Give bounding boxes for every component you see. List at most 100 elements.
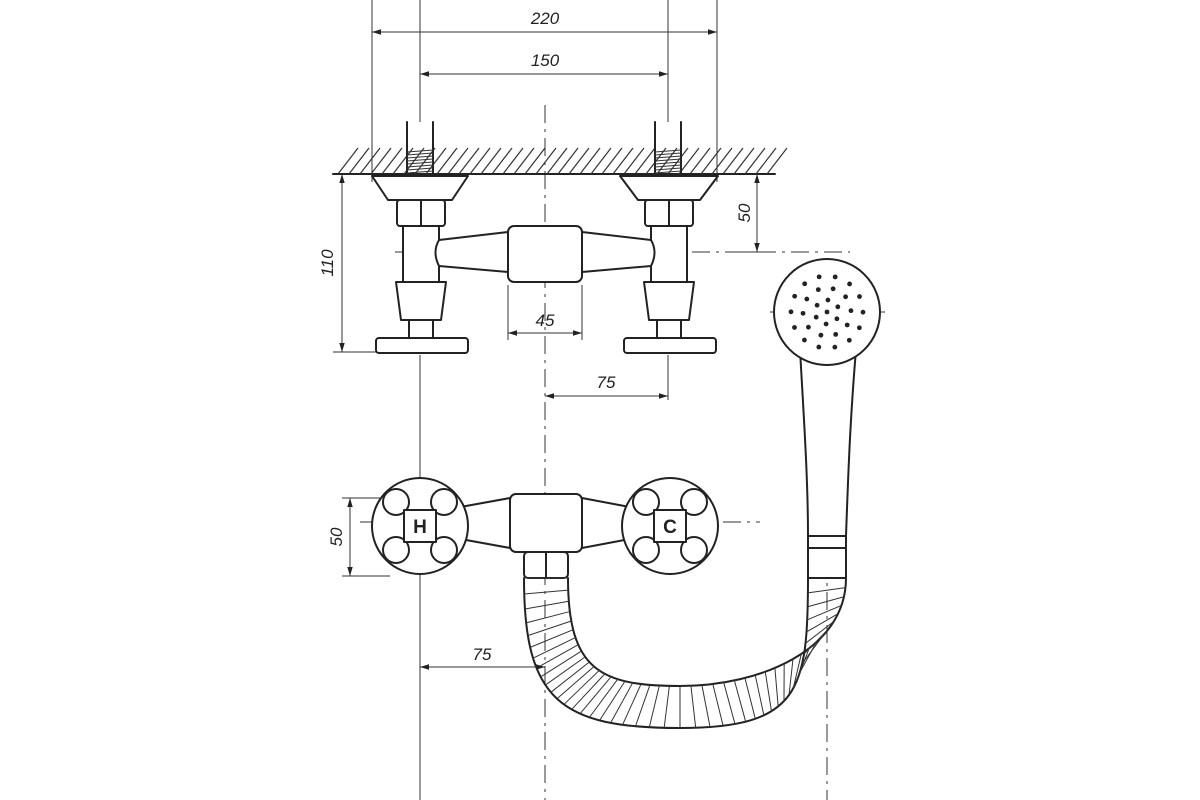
thread-line: [654, 167, 682, 171]
spray-hole: [792, 325, 797, 330]
wall-hatch-line: [700, 147, 722, 175]
hose-rib: [690, 685, 697, 728]
hose-rib: [622, 683, 642, 726]
front-elevation-view: [371, 121, 719, 354]
left-wall-flange: [371, 175, 469, 201]
wall-hatch-line: [491, 147, 513, 175]
spray-hole: [816, 274, 822, 280]
wall-hatch-line: [370, 147, 392, 175]
shower-hose: [523, 577, 847, 729]
thread-line: [406, 149, 434, 153]
hose-rib: [527, 620, 572, 637]
left-body-arm: [434, 231, 509, 273]
hose-rib: [556, 666, 595, 700]
hose-rib: [536, 644, 579, 669]
wall-hatch-line: [337, 147, 359, 175]
wall-hatch-line: [513, 147, 535, 175]
spray-hole: [843, 294, 848, 300]
hose-rib: [792, 653, 802, 689]
spray-hole: [834, 316, 840, 322]
wall-hatching: [332, 147, 788, 175]
spray-hole: [824, 309, 830, 315]
hose-inner-edge: [567, 577, 847, 687]
wall-hatch-line: [348, 147, 370, 175]
hose-rib: [754, 674, 765, 716]
hose-rib: [526, 611, 570, 624]
hose-rib: [529, 629, 574, 648]
hose-rib: [524, 600, 569, 610]
wall-hatch-line: [458, 147, 480, 175]
thread-line: [654, 152, 682, 156]
spray-hole: [813, 314, 819, 320]
central-body: [507, 225, 583, 283]
left-valve-stem: [402, 225, 440, 283]
wall-hatch-line: [733, 147, 755, 175]
wall-hatch-line: [480, 147, 502, 175]
hose-rib: [610, 682, 634, 724]
spray-nozzles: [788, 274, 866, 350]
left-spindle: [408, 319, 434, 339]
wall-hatch-line: [678, 147, 700, 175]
right-wall-flange: [619, 175, 719, 201]
hose-rib: [801, 635, 824, 664]
thread-line: [406, 161, 434, 165]
spray-hole: [832, 274, 838, 280]
spray-hole: [815, 287, 821, 293]
wall-hatch-line: [667, 147, 689, 175]
thread-line: [654, 170, 682, 174]
dim-total-depth: 110: [318, 249, 337, 277]
hose-rib: [648, 685, 660, 728]
dim-wall-to-outlet: 50: [735, 203, 754, 222]
right-spindle: [656, 319, 682, 339]
hose-rib: [744, 677, 756, 719]
hot-water-handle: H: [371, 477, 469, 575]
dimension-annotations: 220 150 50 110 45 75 50 75: [318, 9, 760, 670]
hand-shower: [773, 258, 881, 579]
spray-hole: [825, 297, 831, 303]
spray-hole: [830, 286, 836, 292]
hose-rib: [545, 656, 586, 686]
mixer-body-elevation: [434, 225, 656, 283]
left-cross-handle: [375, 337, 469, 354]
wall-hatch-line: [623, 147, 645, 175]
thread-line: [406, 158, 434, 162]
thread-line: [406, 167, 434, 171]
hose-rib: [571, 673, 606, 710]
right-cross-handle: [623, 337, 717, 354]
extension-lines: [333, 0, 775, 800]
wall-hatch-line: [447, 147, 469, 175]
left-eccentric-fitting: [371, 175, 469, 354]
hot-handle-cap: [403, 509, 437, 543]
spray-hole: [802, 337, 807, 343]
spray-hole: [860, 309, 866, 315]
wall-hatch-line: [502, 147, 524, 175]
spray-hole: [848, 308, 854, 314]
hose-rib: [540, 650, 582, 678]
wall-hatch-line: [634, 147, 656, 175]
wall-hatch-line: [568, 147, 590, 175]
thread-line: [406, 152, 434, 156]
wall-hatch-line: [744, 147, 766, 175]
spray-hole: [846, 337, 852, 343]
cold-handle-cap: [653, 509, 687, 543]
spray-hole: [800, 310, 806, 316]
spray-hole: [835, 304, 841, 310]
hose-rib: [788, 658, 794, 696]
thread-line: [654, 161, 682, 165]
thread-line: [406, 155, 434, 159]
dim-offset-bottom: 75: [473, 645, 492, 664]
spray-hole: [823, 321, 829, 327]
hose-rib: [663, 685, 670, 728]
hose-rib: [807, 596, 845, 608]
wall-hatch-line: [469, 147, 491, 175]
thread-line: [654, 155, 682, 159]
cold-marker: C: [663, 517, 677, 538]
plan-view: H C: [371, 477, 719, 579]
shower-handle: [799, 349, 857, 537]
left-threaded-inlet: [406, 121, 434, 175]
hose-rib: [774, 667, 779, 707]
hose-rib: [796, 648, 810, 681]
wall-hatch-line: [601, 147, 623, 175]
thread-line: [654, 149, 682, 153]
hose-rib: [712, 683, 724, 726]
